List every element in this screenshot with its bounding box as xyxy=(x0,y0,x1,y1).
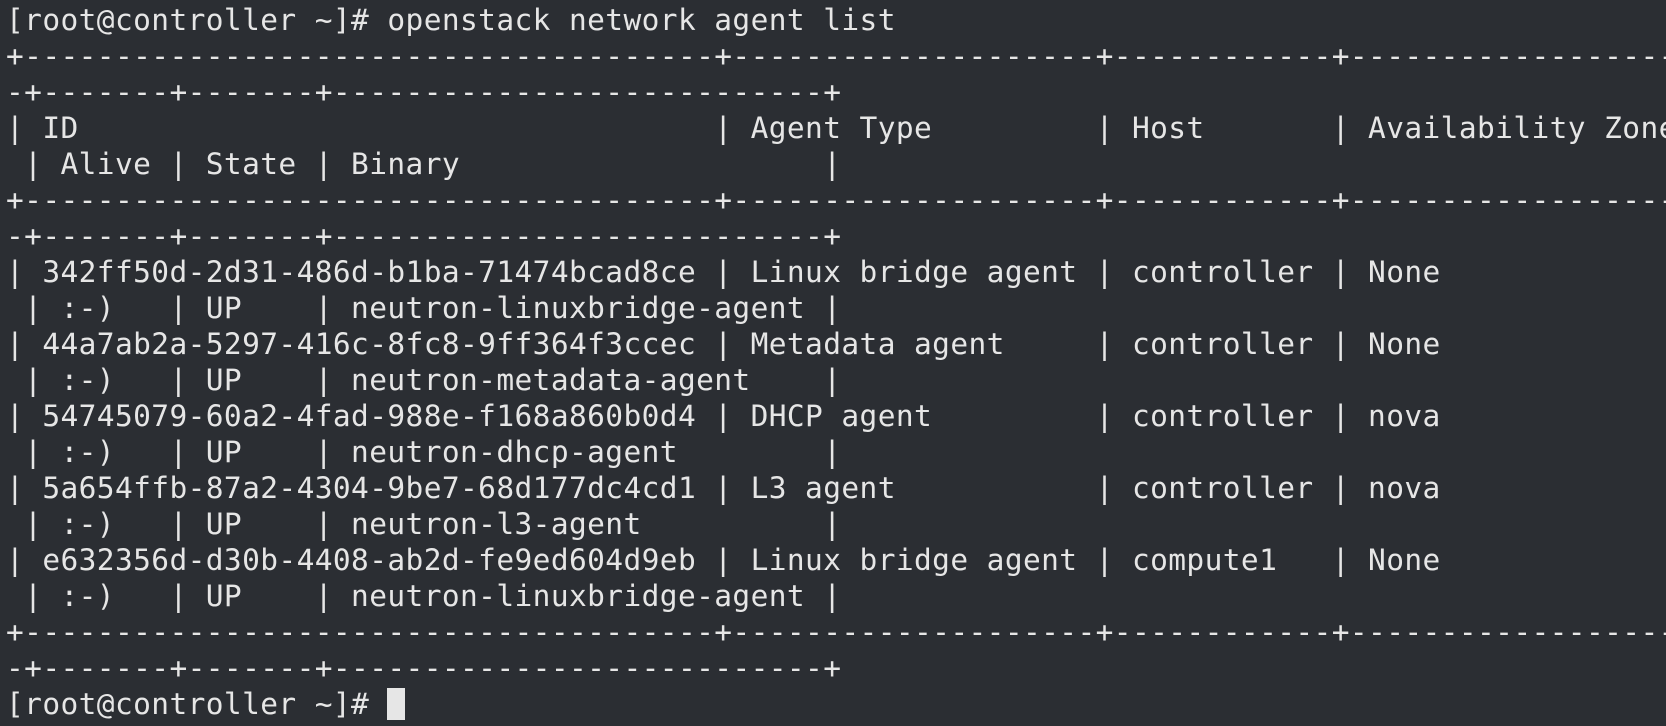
input-line[interactable]: [root@controller ~]# xyxy=(6,686,1666,722)
shell-prompt: [root@controller ~]# xyxy=(6,3,388,37)
table-border-bottom-wrap: -+-------+-------+----------------------… xyxy=(6,651,842,685)
table-header: | ID | Agent Type | Host | Availability … xyxy=(6,111,1666,145)
table-row-wrap: | :-) | UP | neutron-linuxbridge-agent | xyxy=(6,579,842,613)
table-row: | 44a7ab2a-5297-416c-8fc8-9ff364f3ccec |… xyxy=(6,327,1441,361)
table-row: | 5a654ffb-87a2-4304-9be7-68d177dc4cd1 |… xyxy=(6,471,1441,505)
table-border-mid: +--------------------------------------+… xyxy=(6,183,1666,217)
table-border-bottom: +--------------------------------------+… xyxy=(6,615,1666,649)
table-row: | e632356d-d30b-4408-ab2d-fe9ed604d9eb |… xyxy=(6,543,1441,577)
table-row-wrap: | :-) | UP | neutron-metadata-agent | xyxy=(6,363,842,397)
table-border-top-wrap: -+-------+-------+----------------------… xyxy=(6,75,842,109)
command-text: openstack network agent list xyxy=(387,3,896,37)
table-row: | 54745079-60a2-4fad-988e-f168a860b0d4 |… xyxy=(6,399,1441,433)
table-row-wrap: | :-) | UP | neutron-linuxbridge-agent | xyxy=(6,291,842,325)
command-line: [root@controller ~]# openstack network a… xyxy=(6,2,1666,38)
table-row: | 342ff50d-2d31-486d-b1ba-71474bcad8ce |… xyxy=(6,255,1441,289)
table-header-wrap: | Alive | State | Binary | xyxy=(6,147,842,181)
table-row-wrap: | :-) | UP | neutron-dhcp-agent | xyxy=(6,435,842,469)
shell-prompt: [root@controller ~]# xyxy=(6,687,388,721)
text-cursor xyxy=(387,688,406,720)
table-border-mid-wrap: -+-------+-------+----------------------… xyxy=(6,219,842,253)
table-row-wrap: | :-) | UP | neutron-l3-agent | xyxy=(6,507,842,541)
table-border-top: +--------------------------------------+… xyxy=(6,39,1666,73)
